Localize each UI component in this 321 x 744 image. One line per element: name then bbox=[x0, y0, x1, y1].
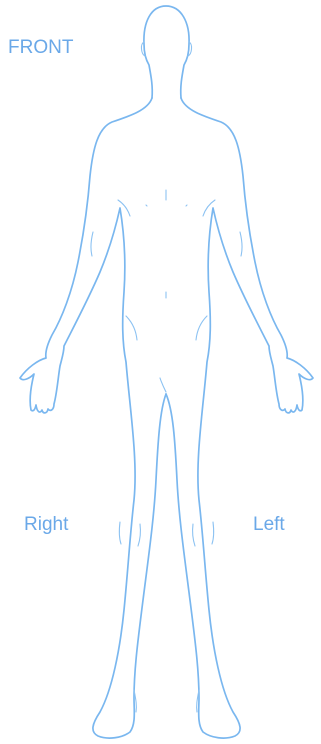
knee-left-inner bbox=[193, 524, 195, 546]
knee-left-outer bbox=[212, 522, 214, 544]
head-outline bbox=[144, 6, 189, 98]
nipple-left bbox=[186, 205, 187, 206]
groin-mark bbox=[160, 378, 166, 392]
elbow-left bbox=[240, 232, 242, 256]
left-body-outline bbox=[166, 98, 313, 738]
hip-right bbox=[126, 316, 137, 340]
knee-right-outer bbox=[119, 522, 121, 544]
elbow-right bbox=[91, 232, 93, 256]
knee-right-inner bbox=[138, 524, 140, 546]
nipple-right bbox=[146, 205, 147, 206]
hip-left bbox=[196, 316, 207, 340]
right-body-outline bbox=[20, 98, 166, 738]
